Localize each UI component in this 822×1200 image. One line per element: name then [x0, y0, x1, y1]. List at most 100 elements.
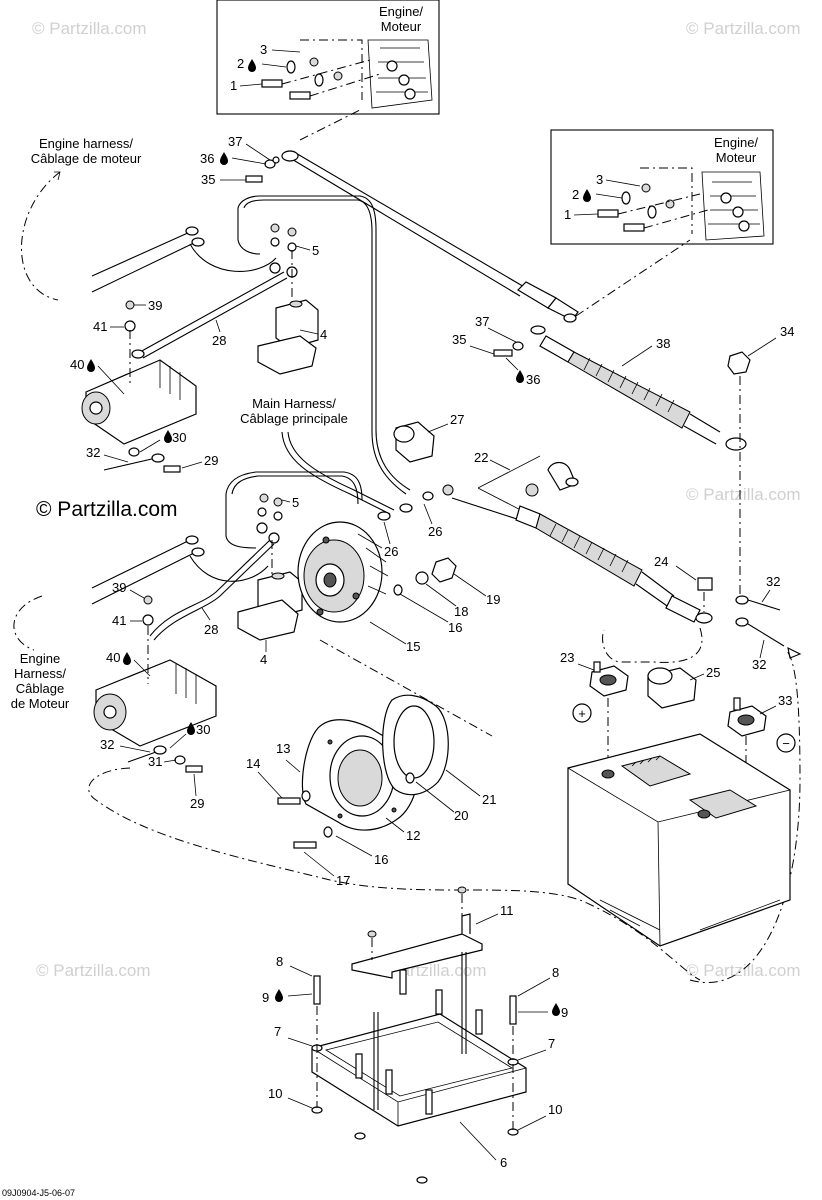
part-number-38: 38: [656, 336, 670, 351]
part-number-26: 26: [384, 544, 398, 559]
part-number-4: 4: [260, 652, 267, 667]
part-number-10: 10: [548, 1102, 562, 1117]
part-number-19: 19: [486, 592, 500, 607]
part-number-16: 16: [374, 852, 388, 867]
main-harness-label: Câblage principale: [240, 411, 348, 426]
part-number-26: 26: [428, 524, 442, 539]
part-number-37: 37: [475, 314, 489, 329]
part-number-3: 3: [260, 42, 267, 57]
part-number-40: 40: [70, 357, 84, 372]
relay-lower: 5 4 28: [149, 493, 303, 667]
diagram-code: 09J0904-J5-06-07: [2, 1188, 75, 1198]
part-number-27: 27: [450, 412, 464, 427]
starter-motor-lower: Engine Harness/ Câblage de Moteur 40 39 …: [11, 580, 801, 983]
part-number-41: 41: [112, 613, 126, 628]
part-number-7: 7: [274, 1024, 281, 1039]
part-number-41: 41: [93, 319, 107, 334]
part-number-8: 8: [276, 954, 283, 969]
engine-moteur-label: Moteur: [381, 19, 422, 34]
part-number-21: 21: [482, 792, 496, 807]
part-number-11: 11: [500, 903, 514, 918]
part-number-30: 30: [172, 430, 186, 445]
part-number-22: 22: [474, 450, 488, 465]
drop-icon: [123, 652, 131, 665]
part-number-36: 36: [526, 372, 540, 387]
part-number-30: 30: [196, 722, 210, 737]
part-number-9: 9: [561, 1005, 568, 1020]
part-number-25: 25: [706, 665, 720, 680]
part-number-29: 29: [190, 796, 204, 811]
negative-terminal-label: −: [782, 736, 790, 751]
part-number-32: 32: [752, 657, 766, 672]
stator-assembly: 18 19 16 15: [297, 521, 500, 737]
part-number-31: 31: [148, 754, 162, 769]
part-number-4: 4: [320, 327, 327, 342]
part-number-14: 14: [246, 756, 260, 771]
part-number-32: 32: [86, 445, 100, 460]
part-number-28: 28: [204, 622, 218, 637]
engine-harness-label: Engine: [20, 651, 60, 666]
part-number-16: 16: [448, 620, 462, 635]
engine-harness-top: Engine harness/ Câblage de moteur 37 36 …: [21, 134, 411, 495]
part-number-3: 3: [596, 172, 603, 187]
starter-motor-top: 40 39 41 32 30 29: [70, 298, 218, 473]
part-number-7: 7: [548, 1036, 555, 1051]
engine-harness-label: Câblage: [16, 681, 64, 696]
part-number-24: 24: [654, 554, 668, 569]
part-number-17: 17: [336, 873, 350, 888]
drop-icon: [248, 59, 256, 72]
part-number-12: 12: [406, 828, 420, 843]
watermark-prominent: © Partzilla.com: [36, 498, 178, 521]
battery-cable-top: [281, 109, 691, 323]
part-number-18: 18: [454, 604, 468, 619]
engine-harness-label: de Moteur: [11, 696, 70, 711]
positive-terminal-icon: [572, 703, 592, 723]
negative-terminal-icon: [776, 733, 796, 753]
part-number-32: 32: [100, 737, 114, 752]
engine-inset-right: Engine/ Moteur 3 2 1: [550, 129, 774, 245]
part-number-32: 32: [766, 574, 780, 589]
part-number-1: 1: [230, 78, 237, 93]
part-number-40: 40: [106, 650, 120, 665]
engine-moteur-label: Engine/: [379, 4, 423, 19]
part-number-29: 29: [204, 453, 218, 468]
drop-icon: [187, 722, 195, 735]
part-number-37: 37: [228, 134, 242, 149]
part-number-39: 39: [112, 580, 126, 595]
part-number-5: 5: [292, 495, 299, 510]
engine-moteur-label: Moteur: [716, 150, 757, 165]
watermark-text: © Partzilla.com: [686, 485, 801, 504]
part-number-5: 5: [312, 243, 319, 258]
part-number-9: 9: [262, 990, 269, 1005]
drop-icon: [583, 189, 591, 202]
part-number-10: 10: [268, 1086, 282, 1101]
part-number-35: 35: [201, 172, 215, 187]
part-number-20: 20: [454, 808, 468, 823]
battery-cable-38: 37 35 36 38 34 27 22 24: [393, 314, 802, 672]
part-number-1: 1: [564, 207, 571, 222]
cover-assembly: 13 14 12 21 20 16 17: [246, 694, 496, 888]
part-number-2: 2: [572, 187, 579, 202]
main-harness: Main Harness/ Câblage principale 26 26: [91, 396, 454, 605]
drop-icon: [164, 430, 172, 443]
main-harness-label: Main Harness/: [252, 396, 336, 411]
drop-icon: [275, 989, 283, 1002]
part-number-8: 8: [552, 965, 559, 980]
battery-tray: 11 8 9 7 10 8 9: [262, 886, 568, 1184]
part-number-39: 39: [148, 298, 162, 313]
part-number-2: 2: [237, 56, 244, 71]
watermark-text: © Partzilla.com: [32, 19, 147, 38]
battery-assembly: 23 + 25 33 −: [560, 650, 796, 947]
engine-moteur-label: Engine/: [714, 135, 758, 150]
drop-icon: [87, 359, 95, 372]
drop-icon: [220, 152, 228, 165]
part-number-36: 36: [200, 151, 214, 166]
drop-icon: [552, 1003, 560, 1016]
engine-inset-top: Engine/ Moteur 3 2 1: [216, 0, 440, 115]
part-number-23: 23: [560, 650, 574, 665]
watermark-text: © Partzilla.com: [36, 961, 151, 980]
positive-terminal-label: +: [578, 706, 586, 721]
part-number-6: 6: [500, 1155, 507, 1170]
watermarks: © Partzilla.com © Partzilla.com © Partzi…: [32, 19, 801, 980]
